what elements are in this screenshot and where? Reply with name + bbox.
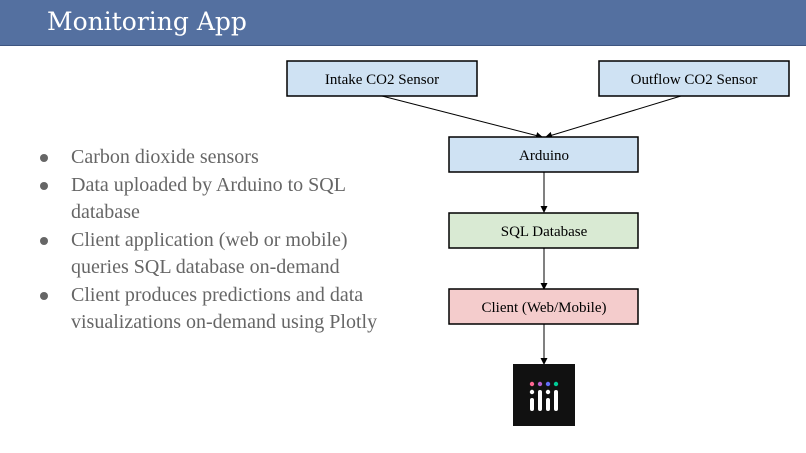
node-client: Client (Web/Mobile)	[448, 288, 639, 325]
connector-intake-arduino	[381, 95, 543, 139]
title-bar: Monitoring App	[0, 0, 806, 46]
connector-outflow-arduino	[545, 95, 682, 139]
bullet-dot-icon	[40, 236, 48, 245]
bullet-dot-icon	[40, 181, 48, 190]
node-client-label: Client (Web/Mobile)	[481, 300, 606, 316]
bullet-dot-icon	[40, 291, 48, 300]
node-intake-sensor: Intake CO2 Sensor	[286, 60, 478, 97]
slide-title: Monitoring App	[47, 7, 247, 36]
node-arduino-label: Arduino	[519, 148, 569, 164]
bullet-text: Data uploaded by Arduino to SQL database	[71, 173, 346, 224]
bullet-item: Data uploaded by Arduino to SQL database	[38, 172, 383, 227]
node-sql-database: SQL Database	[448, 212, 639, 249]
plotly-logo-icon	[513, 364, 575, 426]
bullet-text: Client produces predictions and data vis…	[71, 283, 378, 334]
bullet-dot-icon	[40, 154, 48, 162]
bullet-text: Carbon dioxide sensors	[71, 146, 259, 168]
bullet-item: Client produces predictions and data vis…	[38, 282, 383, 337]
node-sql-label: SQL Database	[501, 224, 588, 240]
node-outflow-label: Outflow CO2 Sensor	[631, 72, 758, 88]
bullet-item: Carbon dioxide sensors	[38, 144, 383, 172]
node-arduino: Arduino	[448, 136, 639, 173]
node-outflow-sensor: Outflow CO2 Sensor	[598, 60, 790, 97]
node-intake-label: Intake CO2 Sensor	[325, 72, 439, 88]
bullet-text: Client application (web or mobile) queri…	[71, 228, 348, 279]
bullet-item: Client application (web or mobile) queri…	[38, 227, 383, 282]
bullet-list: Carbon dioxide sensors Data uploaded by …	[38, 144, 383, 337]
